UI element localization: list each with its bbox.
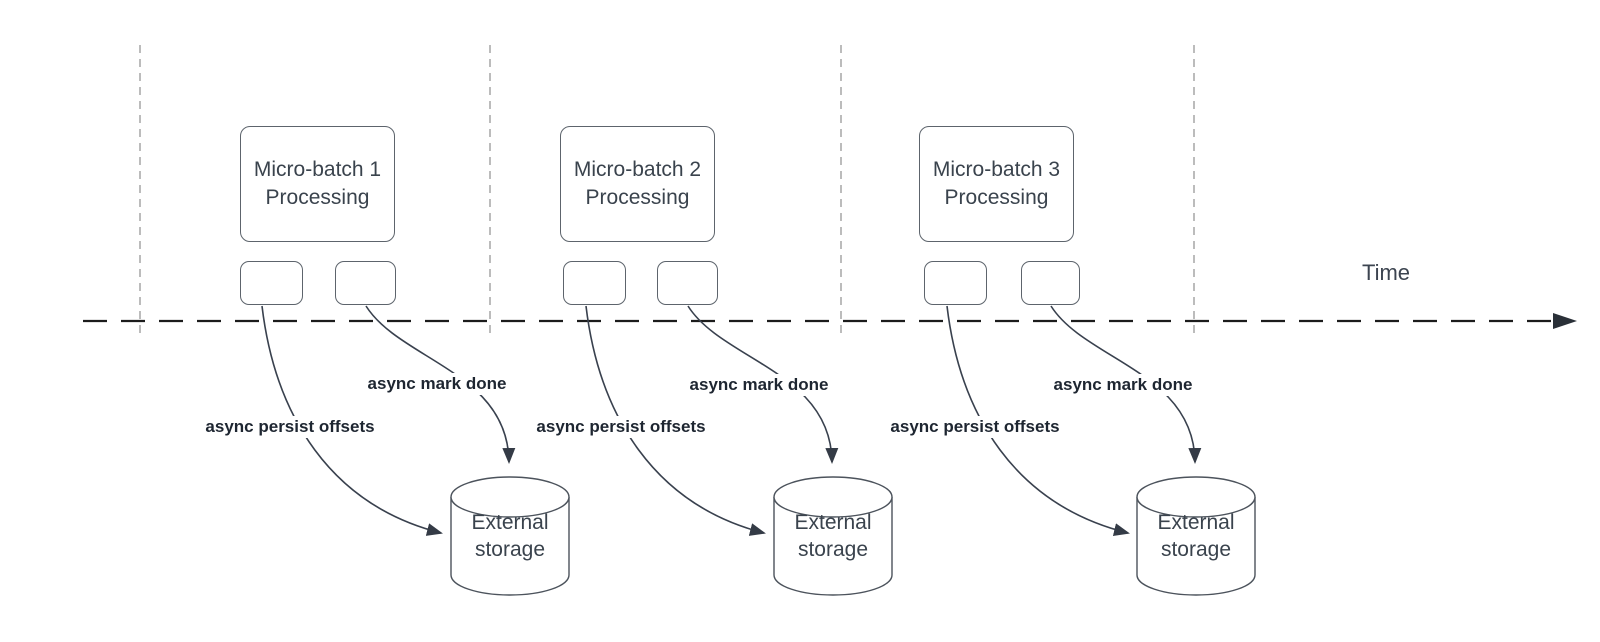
async-persist-offsets-arrow-1	[261, 305, 443, 536]
async-mark-done-label-1: async mark done	[364, 373, 510, 395]
micro-batch-2-persist-stub	[563, 261, 626, 305]
external-storage-cylinder-icon-2	[773, 476, 893, 596]
async-persist-offsets-arrow-3	[946, 305, 1130, 536]
micro-batch-1-markdone-stub	[335, 261, 396, 305]
async-mark-done-arrow-3	[1050, 305, 1202, 464]
micro-batch-1-processing-box: Micro-batch 1 Processing	[240, 126, 395, 242]
micro-batch-2-markdone-stub	[657, 261, 718, 305]
micro-batch-2-processing-box: Micro-batch 2 Processing	[560, 126, 715, 242]
micro-batch-3-title: Micro-batch 3 Processing	[932, 158, 1061, 209]
micro-batch-3-persist-stub	[924, 261, 987, 305]
external-storage-cylinder-icon-3	[1136, 476, 1256, 596]
async-persist-offsets-label-1: async persist offsets	[202, 416, 378, 438]
async-mark-done-label-2: async mark done	[686, 374, 832, 396]
micro-batch-3-processing-box: Micro-batch 3 Processing	[919, 126, 1074, 242]
external-storage-cylinder-icon-1	[450, 476, 570, 596]
async-persist-offsets-label-3: async persist offsets	[887, 416, 1063, 438]
micro-batch-2-title: Micro-batch 2 Processing	[573, 158, 702, 209]
micro-batch-3-markdone-stub	[1021, 261, 1080, 305]
external-storage-label-2: External storage	[794, 511, 872, 561]
async-mark-done-arrow-2	[687, 305, 839, 464]
micro-batch-1-title: Micro-batch 1 Processing	[253, 158, 382, 209]
time-axis-label: Time	[1361, 260, 1411, 285]
async-mark-done-label-3: async mark done	[1050, 374, 1196, 396]
async-persist-offsets-arrow-2	[585, 305, 766, 536]
async-persist-offsets-label-2: async persist offsets	[533, 416, 709, 438]
external-storage-label-3: External storage	[1157, 511, 1235, 561]
external-storage-label-1: External storage	[471, 511, 549, 561]
async-mark-done-arrow-1	[365, 305, 516, 464]
micro-batch-1-persist-stub	[240, 261, 303, 305]
